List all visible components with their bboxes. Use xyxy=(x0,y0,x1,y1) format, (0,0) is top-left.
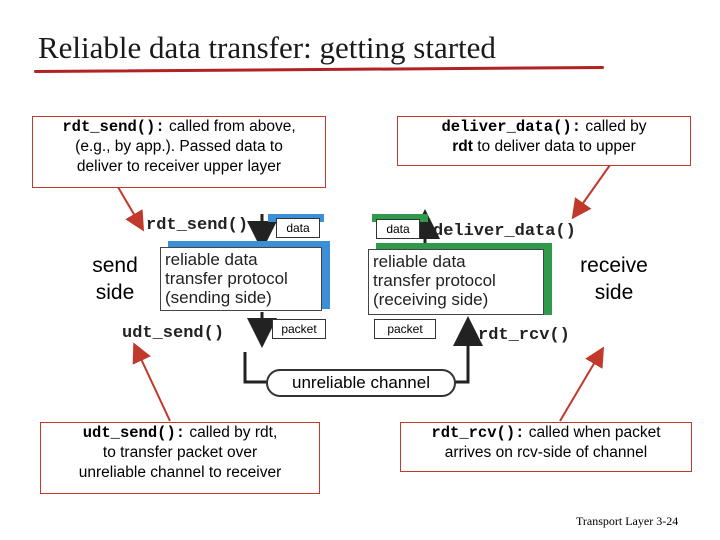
send-packet-box: packet xyxy=(272,319,326,339)
receive-side-label: receive side xyxy=(566,252,662,306)
callout-text: called when packet xyxy=(524,424,661,441)
unreliable-channel: unreliable channel xyxy=(266,369,456,397)
send-side-word: side xyxy=(95,281,135,304)
callout-bold-text: rdt xyxy=(452,138,473,155)
callout-code: udt_send(): xyxy=(82,424,186,442)
udt-send-callout: udt_send(): called by rdt, to transfer p… xyxy=(40,422,320,494)
recv-packet-box: packet xyxy=(374,319,436,339)
callout-code: rdt_send(): xyxy=(62,118,165,136)
rdt-send-callout: rdt_send(): called from above, (e.g., by… xyxy=(32,116,326,188)
rdt-send-arrow xyxy=(117,186,145,232)
receiver-protocol-line: (receiving side) xyxy=(373,290,489,309)
callout-text: to deliver data to upper xyxy=(472,138,636,155)
receive-side-word: receive xyxy=(580,254,648,277)
udt-send-arrow xyxy=(132,342,171,422)
udt-send-api: udt_send() xyxy=(122,324,225,343)
sender-protocol-line: transfer protocol xyxy=(165,269,288,288)
page-number: 3-24 xyxy=(656,514,679,528)
callout-text: arrives on rcv-side of channel xyxy=(444,444,648,461)
deliver-data-arrow xyxy=(571,164,611,220)
receiver-protocol-line: transfer protocol xyxy=(373,271,496,290)
callout-text: to transfer packet over xyxy=(102,444,258,461)
sender-protocol-line: (sending side) xyxy=(165,288,272,307)
receiver-protocol-line: reliable data xyxy=(373,252,466,271)
page-title: Reliable data transfer: getting started xyxy=(38,30,496,65)
rdt-rcv-api: rdt_rcv() xyxy=(478,326,570,345)
send-side-label: send side xyxy=(80,252,150,306)
footer: Transport Layer 3-24 xyxy=(576,514,678,529)
rdt-send-api: rdt_send() xyxy=(146,216,249,235)
callout-code: rdt_rcv(): xyxy=(431,424,525,442)
receiver-top-shadow xyxy=(372,214,428,222)
channel-left-path xyxy=(243,352,270,384)
callout-text: called by xyxy=(581,118,647,135)
sender-protocol-line: reliable data xyxy=(165,250,258,269)
send-side-word: send xyxy=(92,254,138,277)
callout-text: called from above, xyxy=(164,118,296,135)
callout-code: deliver_data(): xyxy=(441,118,582,136)
receive-side-word: side xyxy=(594,281,634,304)
deliver-data-callout: deliver_data(): called by rdt to deliver… xyxy=(397,116,691,166)
rdt-rcv-callout: rdt_rcv(): called when packet arrives on… xyxy=(400,422,692,472)
rdt-rcv-arrow xyxy=(559,346,605,422)
recv-data-box: data xyxy=(376,219,420,239)
send-data-box: data xyxy=(276,218,320,238)
deliver-data-api: deliver_data() xyxy=(433,222,576,241)
callout-text: unreliable channel to receiver xyxy=(78,464,282,481)
receiver-protocol-box: reliable data transfer protocol (receivi… xyxy=(368,249,544,315)
callout-text: (e.g., by app.). Passed data to xyxy=(75,138,283,155)
footer-text: Transport Layer xyxy=(576,514,654,528)
callout-text: deliver to receiver upper layer xyxy=(76,158,282,175)
channel-right-path xyxy=(452,352,470,384)
sender-protocol-box: reliable data transfer protocol (sending… xyxy=(160,247,322,311)
callout-text: called by rdt, xyxy=(185,424,278,441)
